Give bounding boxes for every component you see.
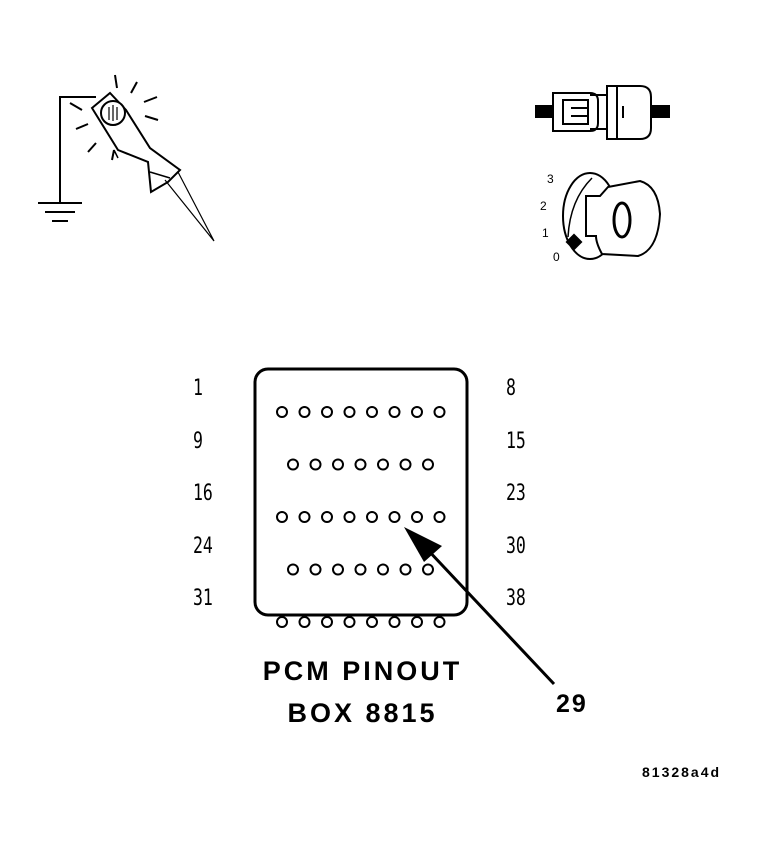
connector-outline	[253, 367, 469, 617]
connector-pin	[287, 563, 299, 576]
connector-pin	[276, 616, 288, 628]
connector-pin	[309, 458, 322, 471]
key-position-label: 1	[542, 226, 549, 240]
row-end-label: 30	[506, 533, 526, 559]
connector-pin	[422, 458, 434, 471]
row-start-label: 16	[193, 481, 213, 506]
connector-pin	[388, 511, 401, 523]
connector-pin	[366, 511, 378, 523]
connector-pin	[377, 563, 389, 576]
row-start-label: 31	[193, 586, 213, 611]
connector-pin	[411, 406, 423, 418]
connector-pin	[433, 616, 446, 628]
connector-pin	[332, 563, 344, 576]
connector-pin	[321, 511, 333, 523]
connector-pin	[343, 406, 356, 418]
connector-pin	[298, 406, 311, 418]
connector-pin	[366, 406, 378, 418]
connector-pin	[411, 511, 423, 523]
test-light-icon	[69, 74, 215, 242]
connector-pin	[276, 511, 288, 523]
connector-pin	[298, 511, 311, 523]
connector-pin	[388, 616, 401, 628]
ignition-key-icon	[562, 172, 662, 260]
connector-pin	[287, 458, 299, 471]
connector-pin	[388, 406, 401, 418]
row-end-label: 8	[506, 376, 516, 401]
row-end-label: 23	[506, 481, 526, 506]
connector-title: PCM PINOUT	[262, 656, 463, 686]
connector-pin	[433, 511, 446, 523]
connector-plug-icon	[535, 85, 670, 140]
connector-pin	[399, 458, 412, 471]
connector-pin	[422, 563, 434, 576]
row-end-label: 38	[506, 586, 526, 611]
connector-pin	[399, 563, 412, 576]
ground-icon	[38, 96, 96, 222]
key-position-label: 3	[547, 172, 554, 186]
row-start-label: 1	[193, 376, 203, 401]
connector-pin	[298, 616, 311, 628]
connector-pin	[332, 458, 344, 471]
key-position-label: 2	[540, 199, 547, 213]
connector-pin	[433, 406, 446, 418]
connector-pin	[411, 616, 423, 628]
connector-pin	[276, 406, 288, 418]
pin-grid	[276, 406, 446, 628]
connector-pin	[309, 563, 322, 576]
callout-pin-number: 29	[556, 690, 588, 718]
connector-pin	[354, 458, 367, 471]
connector-pin	[343, 616, 356, 628]
key-position-label: 0	[553, 250, 560, 264]
row-start-label: 9	[193, 428, 203, 454]
connector-pin	[366, 616, 378, 628]
connector-pin	[321, 406, 333, 418]
connector-pin	[354, 563, 367, 576]
callout-arrow	[404, 527, 556, 686]
connector-pin	[377, 458, 389, 471]
connector-pin	[343, 511, 356, 523]
connector-subtitle: BOX 8815	[287, 698, 438, 728]
figure-id: 81328a4d	[642, 764, 722, 780]
row-start-label: 24	[193, 533, 213, 559]
connector-pin	[321, 616, 333, 628]
row-end-label: 15	[506, 428, 526, 454]
